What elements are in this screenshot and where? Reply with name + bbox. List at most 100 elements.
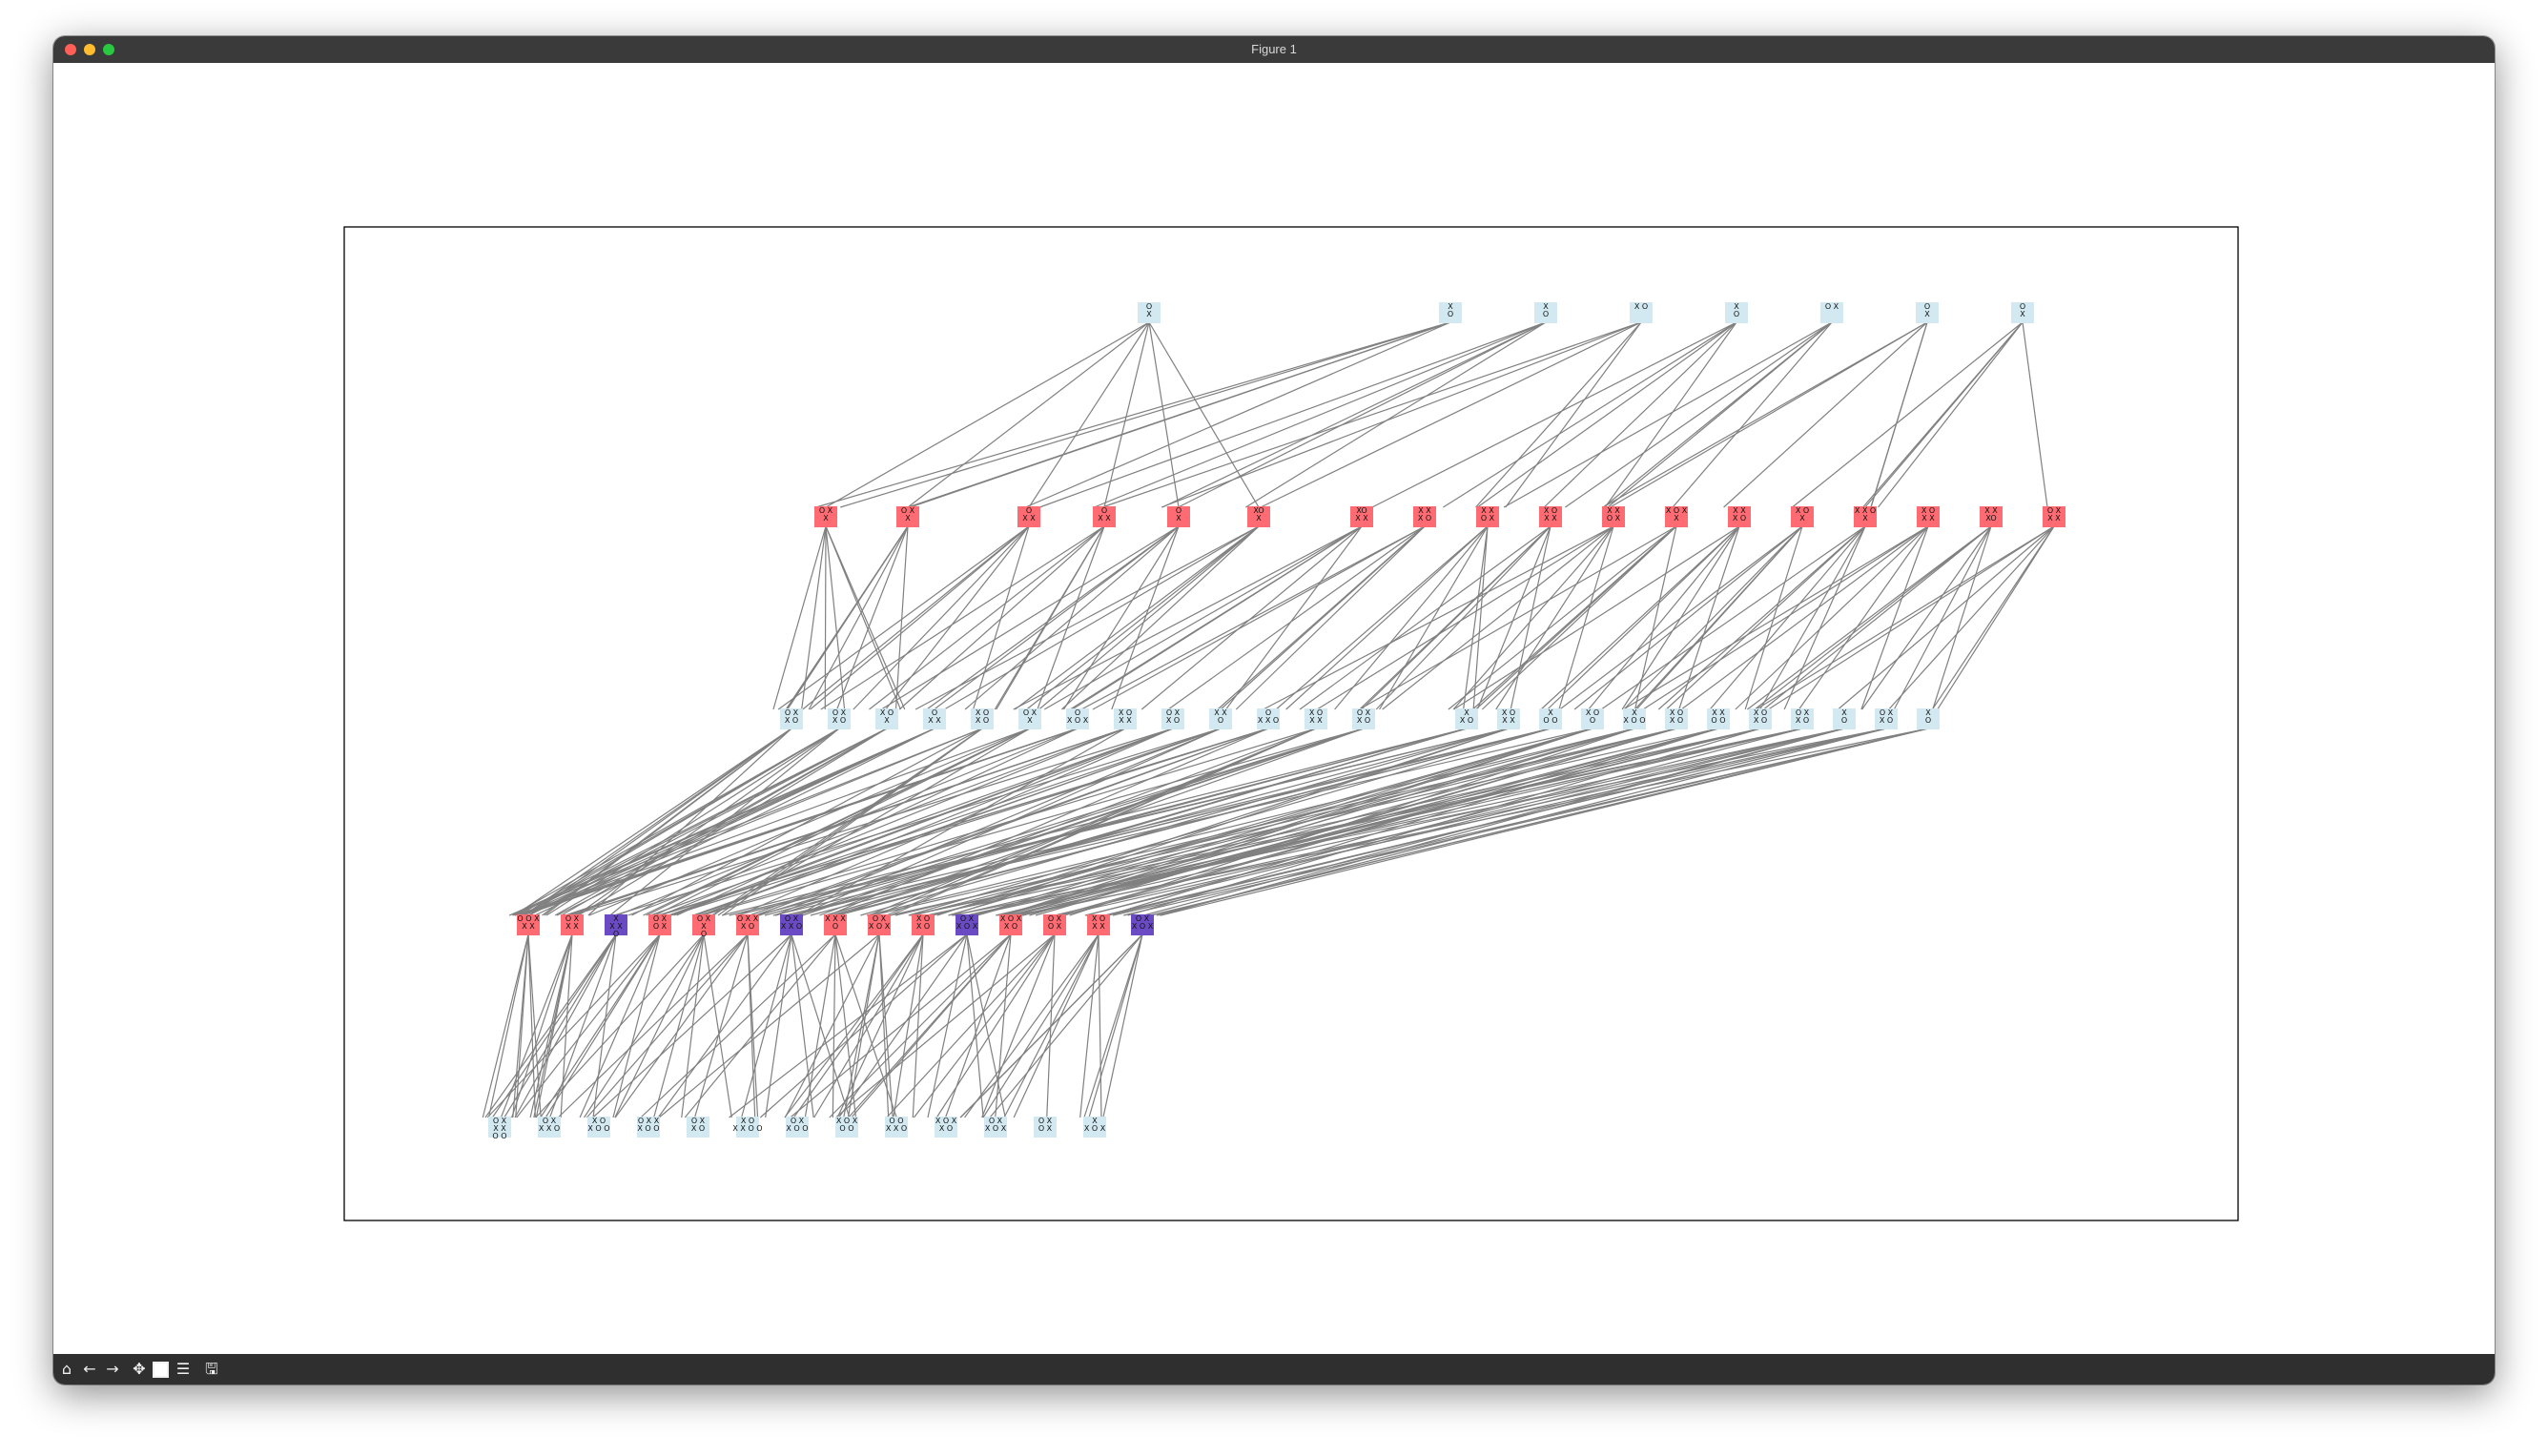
node-label: X X O (781, 922, 802, 931)
tree-edge (1148, 321, 1260, 508)
tree-edge (1167, 525, 1426, 710)
node-label: O O (889, 1117, 903, 1125)
tree-edge (1505, 321, 1642, 508)
tree-edge (729, 933, 968, 1118)
tree-edge (1623, 525, 1803, 710)
tree-edge (1600, 525, 1866, 710)
tree-node: X XXO (1980, 506, 2003, 527)
tree-edge (1635, 525, 1803, 710)
tree-edge (1680, 525, 1929, 710)
node-label: O X (1825, 302, 1839, 311)
tree-edge (1080, 525, 1426, 710)
close-window-button[interactable] (65, 44, 76, 55)
node-box (1665, 708, 1688, 729)
tree-node: O X XX O O (637, 1117, 660, 1138)
tree-edge (2022, 321, 2048, 508)
tree-edge (1359, 525, 1677, 710)
node-label: O X (1880, 708, 1894, 717)
node-label: X X O (1855, 506, 1876, 515)
tree-edge (520, 728, 935, 916)
node-label: X O (976, 716, 989, 725)
tree-node: X OX O (971, 708, 994, 729)
tree-edge (853, 525, 1030, 710)
node-label: X (823, 514, 829, 523)
tree-node: X XO (1209, 708, 1232, 729)
tree-edge (1084, 728, 1845, 916)
forward-arrow-icon[interactable]: → (106, 1360, 119, 1378)
tree-edge (1878, 321, 2024, 508)
node-label: X O (916, 922, 930, 931)
configure-subplots-icon[interactable]: ☰ (175, 1360, 191, 1378)
minimize-window-button[interactable] (84, 44, 95, 55)
tree-edge (587, 728, 792, 916)
node-label: X O X (869, 922, 891, 931)
node-label: X X (1481, 506, 1494, 515)
tree-node: O XX X (561, 914, 584, 935)
tree-edge (487, 933, 529, 1118)
tree-edge (1022, 728, 1719, 916)
node-label: X O (1880, 716, 1893, 725)
node-label: O X (1023, 708, 1038, 717)
tree-edge (1225, 525, 1363, 710)
tree-edge (1178, 321, 1547, 508)
node-box (488, 1117, 511, 1138)
node-box (1497, 708, 1520, 729)
tree-edge (1123, 728, 1929, 916)
tree-node: X OX (1791, 506, 1814, 527)
node-box (605, 914, 627, 935)
save-icon[interactable]: 🖫 (205, 1360, 218, 1378)
tree-edge (834, 933, 857, 1118)
edge-layer (482, 321, 2055, 1118)
node-box (780, 708, 803, 729)
tree-edge (1102, 933, 1143, 1118)
node-box (648, 914, 671, 935)
tree-edge (514, 728, 792, 916)
tree-edge (1043, 525, 1363, 710)
node-label: XO (1985, 514, 1996, 523)
node-label: X O X (956, 922, 978, 931)
tree-edge (813, 933, 924, 1118)
node-label: O X (2047, 506, 2062, 515)
tree-edge (1642, 525, 1929, 710)
tree-edge (825, 321, 1150, 508)
tree-edge (802, 525, 1030, 710)
zoom-window-button[interactable] (103, 44, 114, 55)
node-label: X X X (825, 914, 846, 923)
tree-edge (527, 933, 542, 1118)
tree-edge (1453, 525, 1740, 710)
tree-node: O X XX O (736, 914, 759, 935)
node-box (1131, 914, 1154, 935)
tree-edge (1220, 525, 1426, 710)
node-box (999, 914, 1022, 935)
tree-node: O XX O (687, 1117, 709, 1138)
tree-edge (1263, 525, 1614, 710)
tree-edge (943, 525, 1260, 710)
zoom-rect-icon[interactable] (153, 1362, 169, 1378)
node-box (637, 1117, 660, 1138)
node-label: X X (1733, 506, 1746, 515)
home-icon[interactable]: ⌂ (61, 1360, 72, 1378)
tree-node: O XXO (692, 914, 715, 938)
node-box (1749, 708, 1772, 729)
pan-icon[interactable]: ✥ (133, 1360, 146, 1378)
node-label: X X (522, 922, 535, 931)
tree-edge (1025, 321, 1451, 508)
title-bar[interactable]: Figure 1 (53, 36, 2495, 63)
tree-edge (1475, 525, 1677, 710)
back-arrow-icon[interactable]: ← (83, 1360, 96, 1378)
node-label: X O (1754, 708, 1767, 717)
tree-edge (1475, 321, 1642, 508)
node-box (1413, 506, 1436, 527)
tree-node: X OX X (1087, 914, 1110, 935)
node-label: O X (791, 1117, 805, 1125)
node-label: X O X (935, 1117, 957, 1125)
tree-edge (1747, 525, 1992, 710)
tree-edge (586, 933, 749, 1118)
node-label: X O X (1000, 914, 1022, 923)
tree-edge (511, 933, 573, 1118)
tree-edge (1495, 525, 1614, 710)
tree-edge (848, 933, 1012, 1118)
tree-edge (534, 728, 935, 916)
tree-edge (1665, 525, 1866, 710)
